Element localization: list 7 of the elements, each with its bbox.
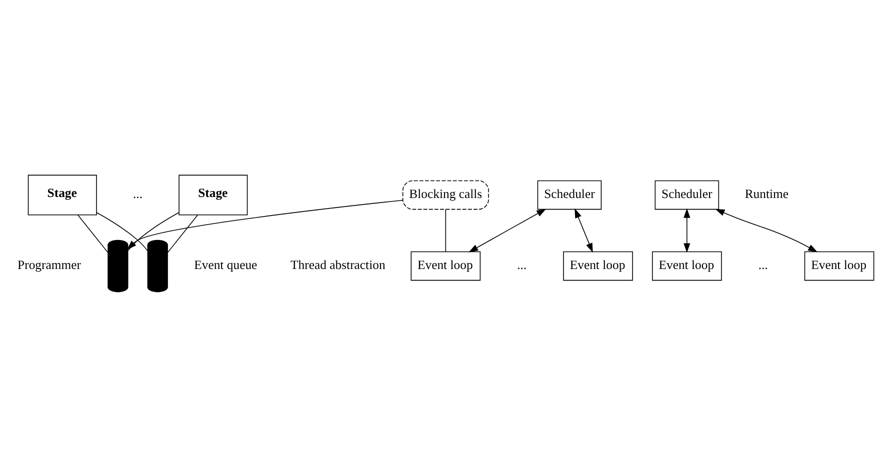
label: Event queue	[194, 258, 258, 272]
label: Runtime	[744, 186, 789, 201]
label: ...	[517, 258, 527, 272]
label: ...	[758, 258, 768, 272]
label: Programmer	[18, 258, 81, 272]
label: Thread abstraction	[290, 258, 386, 272]
label: ...	[133, 186, 143, 201]
